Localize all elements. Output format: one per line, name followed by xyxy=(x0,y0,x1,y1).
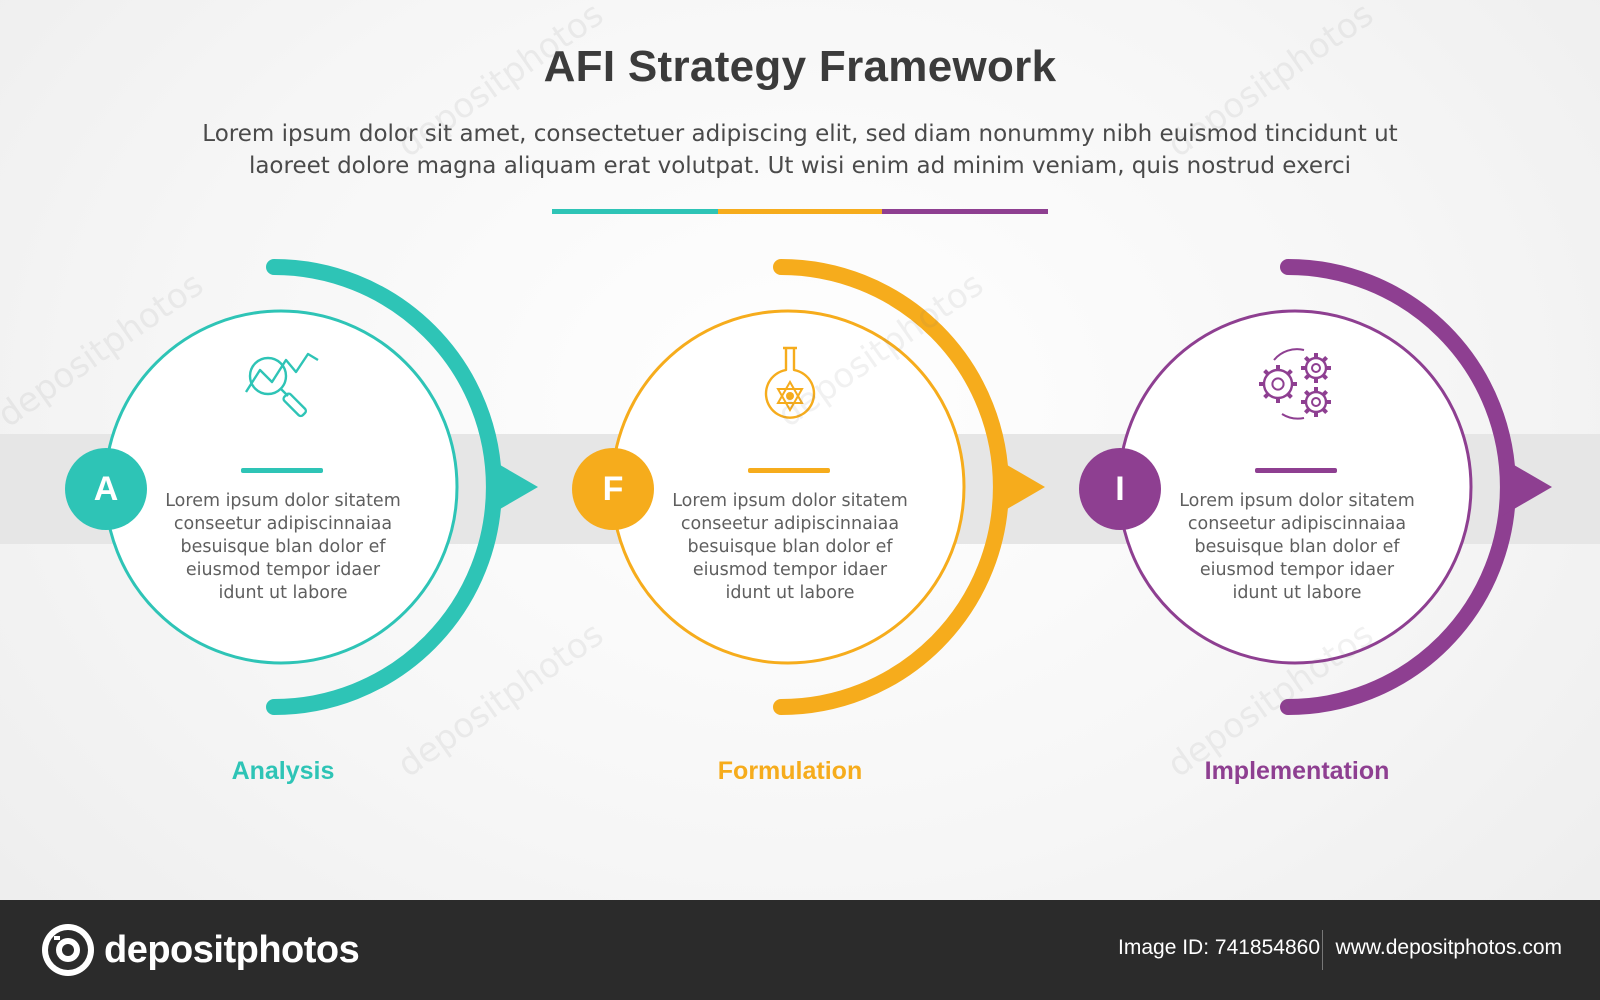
gear-ring xyxy=(1304,390,1328,414)
flask-molecule-icon xyxy=(745,340,835,430)
gear-large xyxy=(1259,365,1297,403)
description-line: conseetur adipiscinnaiaa xyxy=(1187,514,1407,534)
stage-letter-badge: I xyxy=(1079,448,1161,530)
page-subtitle: Lorem ipsum dolor sit amet, consectetuer… xyxy=(100,118,1500,182)
stage-dash xyxy=(241,468,323,473)
magnifier-lens xyxy=(248,356,288,396)
description-line: Lorem ipsum dolor sitatem xyxy=(1179,491,1415,511)
cycle-arrow-bottom xyxy=(1281,413,1305,420)
magnifier-handle xyxy=(282,392,308,418)
stage-description: Lorem ipsum dolor sitatem conseetur adip… xyxy=(1152,490,1442,605)
description-line: besuisque blan dolor ef xyxy=(1194,537,1400,557)
title-divider-teal xyxy=(552,209,718,214)
page-title: AFI Strategy Framework xyxy=(543,42,1057,91)
arc-pointer-arrow xyxy=(995,458,1045,516)
stage-description: Lorem ipsum dolor sitatem conseetur adip… xyxy=(138,490,428,605)
title-divider-orange xyxy=(718,209,882,214)
description-line: eiusmod tempor idaer xyxy=(692,560,888,580)
gear-small-top xyxy=(1301,353,1331,383)
stage-ring-graphic xyxy=(103,259,538,715)
description-line: eiusmod tempor idaer xyxy=(185,560,381,580)
stage-ring-graphic xyxy=(610,259,1045,715)
stage-ring-graphic xyxy=(1117,259,1552,715)
gear-hub xyxy=(1311,397,1321,407)
cycle-arrow-top xyxy=(1273,348,1305,361)
stage-formulation: F Lorem ipsum dolor sitatem conseetur ad… xyxy=(567,0,1087,900)
gear-ring xyxy=(1262,368,1294,400)
description-line: conseetur adipiscinnaiaa xyxy=(173,514,393,534)
stage-description: Lorem ipsum dolor sitatem conseetur adip… xyxy=(645,490,935,605)
molecule-triangle-down xyxy=(776,388,804,413)
molecule-core xyxy=(786,392,794,400)
stage-dash xyxy=(1255,468,1337,473)
description-line: Lorem ipsum dolor sitatem xyxy=(165,491,401,511)
gears-cycle-icon xyxy=(1252,340,1342,430)
site-url-link[interactable]: www.depositphotos.com xyxy=(1335,936,1562,959)
stage-letter-badge: A xyxy=(65,448,147,530)
gear-small-bottom xyxy=(1301,387,1331,417)
subtitle-line-1: Lorem ipsum dolor sit amet, consectetuer… xyxy=(202,121,1398,147)
arc-pointer-arrow xyxy=(488,458,538,516)
infographic-canvas: AFI Strategy Framework Lorem ipsum dolor… xyxy=(0,0,1600,900)
gear-hub xyxy=(1271,377,1285,391)
brand-logo[interactable]: depositphotos xyxy=(40,922,360,978)
arc-pointer-arrow xyxy=(1502,458,1552,516)
footer-bar: depositphotos Image ID: 741854860 www.de… xyxy=(0,900,1600,1000)
title-divider-purple xyxy=(882,209,1048,214)
trend-line xyxy=(244,352,319,393)
description-line: idunt ut labore xyxy=(725,583,855,603)
description-line: Lorem ipsum dolor sitatem xyxy=(672,491,908,511)
image-id-text: Image ID: 741854860 xyxy=(1118,936,1320,959)
description-line: idunt ut labore xyxy=(1232,583,1362,603)
camera-logo-icon xyxy=(42,924,94,976)
description-line: idunt ut labore xyxy=(218,583,348,603)
gear-ring xyxy=(1304,356,1328,380)
stage-dash xyxy=(748,468,830,473)
footer-separator xyxy=(1322,930,1323,970)
analysis-magnifier-chart-icon xyxy=(238,340,328,430)
stage-letter-badge: F xyxy=(572,448,654,530)
flask-outline xyxy=(764,346,816,419)
molecule-triangle-up xyxy=(776,379,804,404)
description-line: conseetur adipiscinnaiaa xyxy=(680,514,900,534)
gears-cycle-icon-graphic xyxy=(1259,348,1331,420)
brand-name: depositphotos xyxy=(104,928,360,971)
gear-hub xyxy=(1311,363,1321,373)
description-line: besuisque blan dolor ef xyxy=(180,537,386,557)
stage-implementation: I Lorem ipsum dolor sitatem conseetur ad… xyxy=(1074,0,1594,900)
stage-label: Implementation xyxy=(1204,757,1390,785)
stage-label: Formulation xyxy=(717,757,863,785)
description-line: besuisque blan dolor ef xyxy=(687,537,893,557)
analysis-magnifier-chart-icon-graphic xyxy=(244,352,319,418)
description-line: eiusmod tempor idaer xyxy=(1199,560,1395,580)
stage-analysis: A Lorem ipsum dolor sitatem conseetur ad… xyxy=(60,0,580,900)
flask-molecule-icon-graphic xyxy=(764,346,816,419)
stage-label: Analysis xyxy=(231,757,335,785)
subtitle-line-2: laoreet dolore magna aliquam erat volutp… xyxy=(248,153,1352,179)
